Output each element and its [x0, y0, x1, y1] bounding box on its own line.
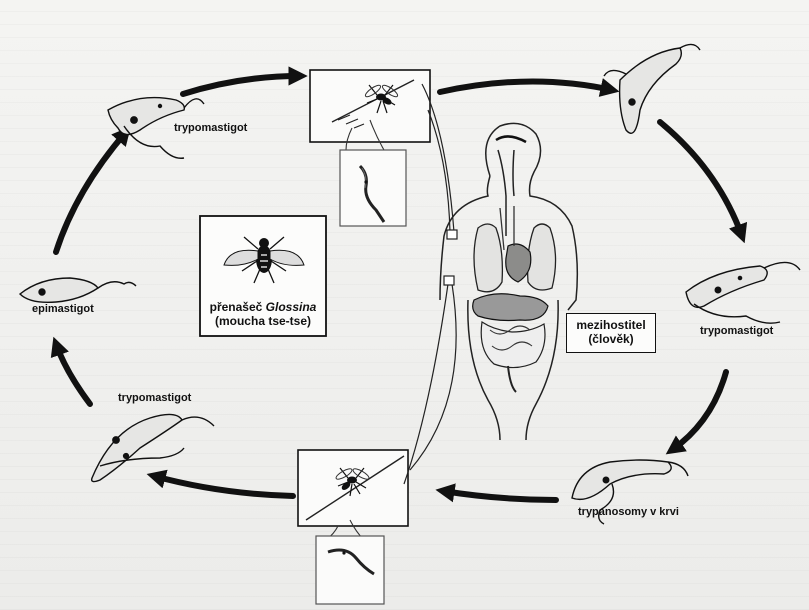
arrow-left-up: [56, 344, 90, 404]
arrow-bottom-right-to-fly: [443, 491, 556, 500]
vector-box-genus: Glossina: [266, 300, 317, 314]
organs: [473, 206, 556, 392]
bottom-inset-box: [316, 536, 384, 604]
arrow-right-down: [672, 372, 726, 450]
vector-box-line1: přenašeč Glossina: [203, 300, 323, 314]
label-trypomastigot-top: trypomastigot: [174, 122, 247, 134]
vector-box-prefix: přenašeč: [210, 300, 266, 314]
connector-curves: [404, 84, 457, 484]
vector-box-label: přenašeč Glossina (moucha tse-tse): [203, 300, 323, 328]
parasite-top-right: [604, 44, 700, 133]
arrow-left-up-2: [56, 132, 126, 252]
label-trypomastigot-left: trypomastigot: [118, 392, 191, 404]
top-inset-box: [340, 150, 406, 226]
host-box-line2: (člověk): [567, 332, 655, 346]
parasite-trypomastigot-left: [92, 414, 214, 481]
human-figure: [440, 123, 577, 440]
bottom-fly-box: [298, 450, 408, 526]
vector-box-line2: (moucha tse-tse): [203, 314, 323, 328]
host-box-line1: mezihostitel: [567, 318, 655, 332]
label-epimastigot: epimastigot: [32, 303, 94, 315]
arrow-top-right-down: [660, 122, 742, 236]
parasite-epimastigot: [20, 278, 136, 302]
top-fly-box: [310, 70, 430, 142]
arrow-fly-to-top-right: [440, 81, 612, 92]
host-box-label: mezihostitel (člověk): [567, 318, 655, 346]
arrow-fly-to-bottom-left: [154, 476, 293, 496]
parasite-trypomastigot-right: [686, 262, 800, 323]
arrow-top-left-to-fly: [183, 76, 300, 94]
label-trypomastigot-right: trypomastigot: [700, 325, 773, 337]
host-box: mezihostitel (člověk): [566, 313, 656, 353]
label-trypanosomy-v-krvi: trypanosomy v krvi: [578, 506, 679, 518]
